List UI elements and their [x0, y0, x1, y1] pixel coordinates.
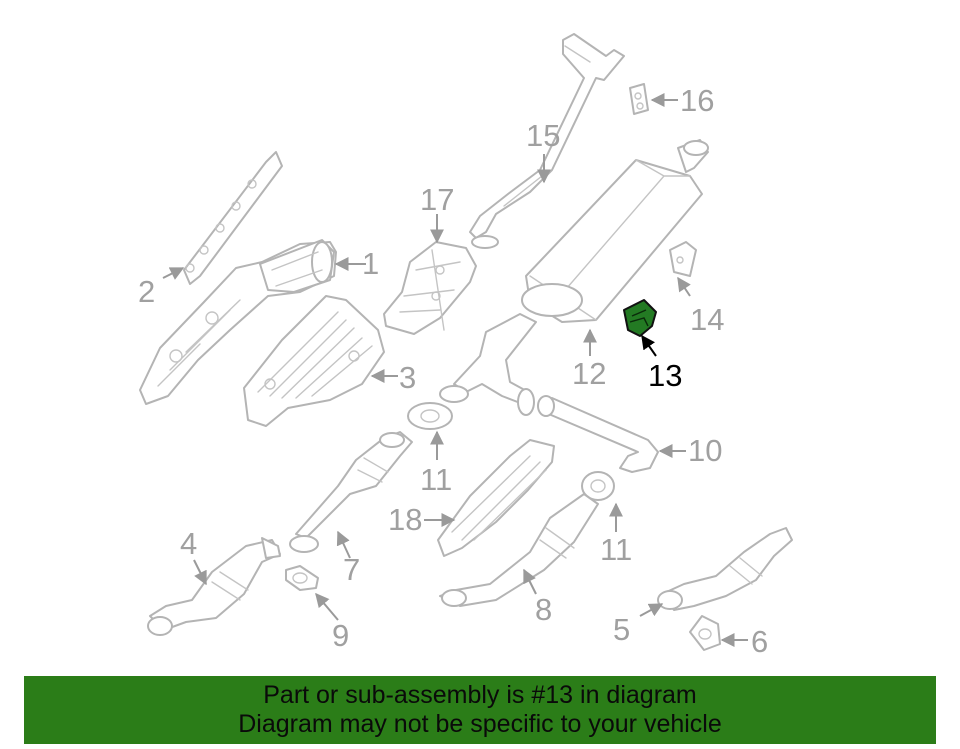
- callout-13-highlighted: 13: [648, 358, 682, 393]
- part-13-hanger-highlighted[interactable]: [623, 299, 657, 337]
- part-8-catalytic-converter[interactable]: [439, 493, 599, 607]
- part-front-y-pipe[interactable]: [439, 313, 537, 416]
- callout-16: 16: [680, 83, 714, 118]
- callout-12: 12: [572, 356, 606, 391]
- part-6-gasket[interactable]: [689, 615, 721, 651]
- callout-3: 3: [399, 360, 416, 395]
- callout-15: 15: [526, 118, 560, 153]
- callout-11a: 11: [420, 462, 452, 497]
- part-10-intermediate-pipe[interactable]: [537, 395, 659, 473]
- callout-18: 18: [388, 502, 422, 537]
- callout-9: 9: [332, 618, 349, 653]
- part-1-manifold-converter[interactable]: [139, 239, 337, 405]
- part-12-muffler[interactable]: [521, 139, 709, 323]
- callout-1: 1: [362, 246, 379, 281]
- part-4-catalytic-converter[interactable]: [147, 537, 281, 636]
- part-14-hanger[interactable]: [669, 241, 697, 277]
- part-11-gasket-b[interactable]: [581, 471, 615, 501]
- callout-4: 4: [180, 526, 197, 561]
- footer-banner: Part or sub-assembly is #13 in diagram D…: [24, 676, 936, 744]
- callout-7: 7: [343, 552, 360, 587]
- part-3-manifold-heat-shield[interactable]: [243, 295, 385, 427]
- callout-14: 14: [690, 302, 724, 337]
- callout-2: 2: [138, 274, 155, 309]
- callout-17: 17: [420, 182, 454, 217]
- footer-line-disclaimer: Diagram may not be specific to your vehi…: [238, 710, 722, 738]
- part-9-gasket[interactable]: [285, 565, 319, 591]
- callout-5: 5: [613, 612, 630, 647]
- part-17-heat-shield[interactable]: [383, 241, 477, 335]
- callout-11b: 11: [600, 532, 632, 567]
- part-11-gasket-a[interactable]: [407, 402, 453, 430]
- part-7-catalytic-converter[interactable]: [289, 431, 413, 553]
- callout-8: 8: [535, 592, 552, 627]
- part-16-rubber-hanger[interactable]: [629, 83, 649, 115]
- part-18-heat-shield[interactable]: [437, 439, 555, 557]
- callout-labels: 1 2 3 4 5 6 7 8 9 10 11 11 12 14 15 16 1…: [138, 83, 768, 659]
- part-5-catalytic-converter[interactable]: [657, 527, 793, 611]
- part-2-exhaust-manifold-gasket[interactable]: [183, 151, 283, 285]
- leader-arrows: [162, 93, 748, 647]
- footer-line-part-info: Part or sub-assembly is #13 in diagram: [263, 681, 697, 709]
- callout-10: 10: [688, 433, 722, 468]
- callout-6: 6: [751, 624, 768, 659]
